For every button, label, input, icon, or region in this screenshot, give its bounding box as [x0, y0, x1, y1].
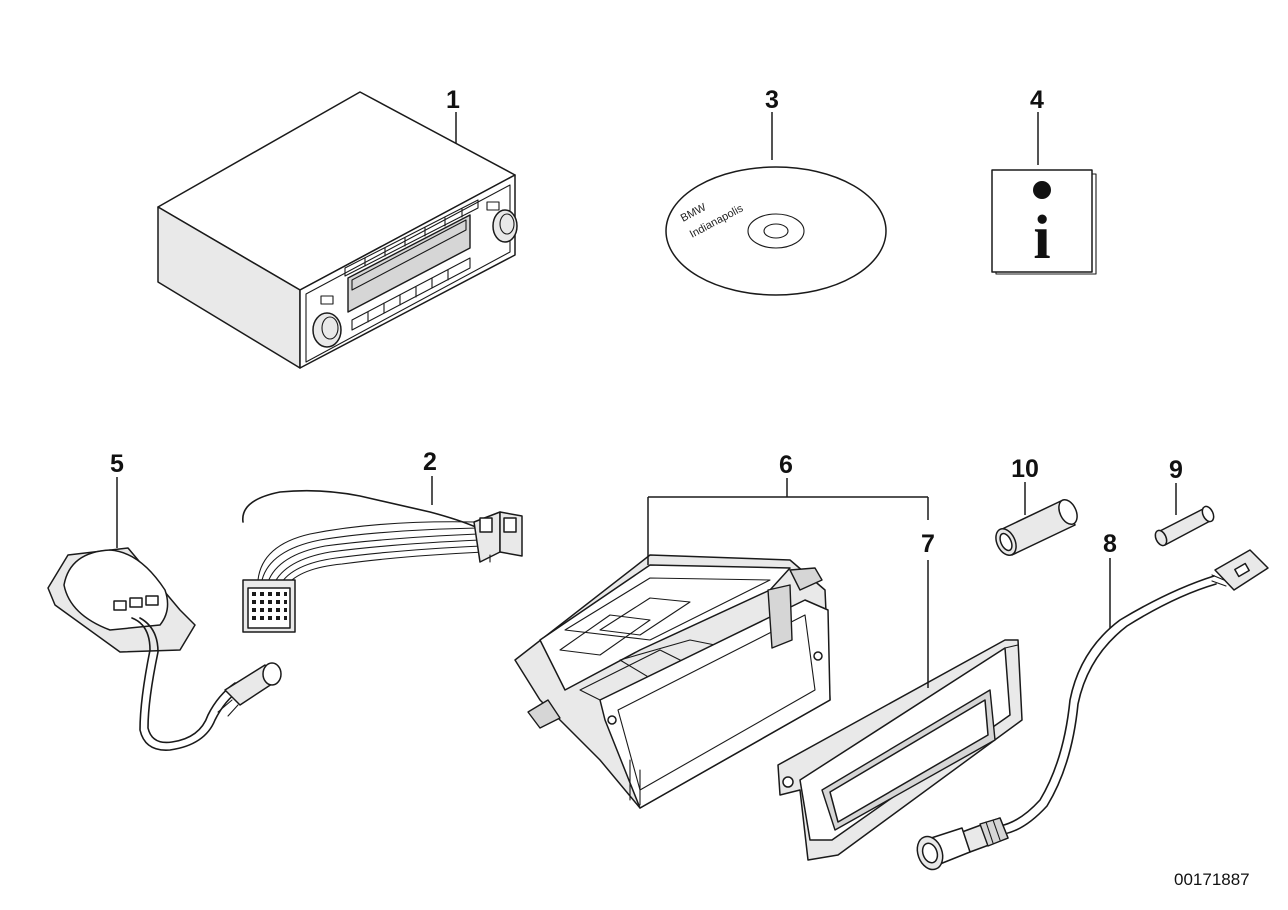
callout-2: 2 [423, 448, 437, 476]
sleeve-icon[interactable] [992, 497, 1081, 559]
mounting-bracket-icon[interactable] [514, 554, 831, 809]
callout-9: 9 [1169, 456, 1183, 484]
callout-4: 4 [1030, 86, 1044, 114]
antenna-cable-icon[interactable] [913, 549, 1269, 873]
drawing-number: 00171887 [1174, 870, 1250, 889]
callout-1: 1 [446, 86, 460, 114]
antenna-icon[interactable] [47, 547, 282, 751]
info-glyph: i [1033, 204, 1050, 272]
callout-8: 8 [1103, 530, 1117, 558]
callout-5: 5 [110, 450, 124, 478]
callout-7: 7 [921, 530, 935, 558]
connector-pins [252, 592, 287, 620]
callout-10: 10 [1011, 455, 1039, 483]
radio-head-unit-icon[interactable] [157, 91, 518, 369]
information-manual-icon[interactable]: i [991, 169, 1097, 275]
software-cd-icon[interactable]: BMW Indianapolis [665, 166, 887, 296]
trim-frame-icon[interactable] [777, 639, 1023, 861]
wiring-harness-adapter-icon[interactable] [242, 489, 523, 633]
short-sleeve-icon[interactable] [1153, 505, 1216, 548]
callout-3: 3 [765, 86, 779, 114]
callout-6: 6 [779, 451, 793, 479]
